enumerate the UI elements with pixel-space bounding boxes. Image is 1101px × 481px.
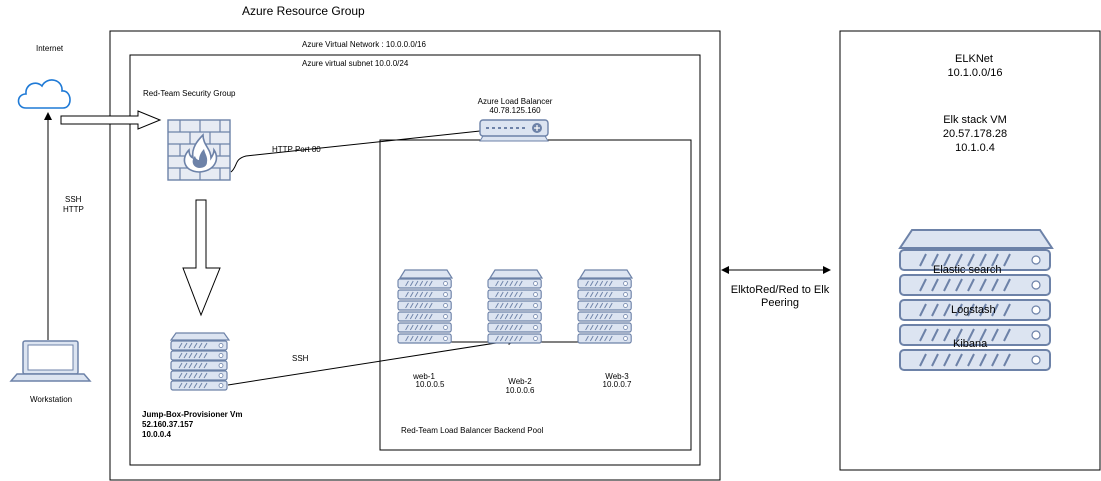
web-3-server-icon [577, 269, 634, 344]
internet-to-firewall-arrow [60, 110, 162, 130]
elk-vm-name: Elk stack VM [943, 114, 1007, 126]
firewall-to-jumpbox-arrow [182, 199, 221, 317]
security-group-label: Red-Team Security Group [143, 89, 236, 98]
web-1-ip: 10.0.0.5 [415, 380, 445, 389]
elk-vm-public-ip: 20.57.178.28 [942, 128, 1008, 140]
ssh-link-label: SSH [292, 354, 309, 363]
jump-box-server-icon [169, 332, 231, 391]
workstation-label: Workstation [30, 395, 73, 404]
ssh-link [227, 337, 516, 386]
ssh-http-label-2: HTTP [63, 205, 84, 214]
resource-group-box [109, 30, 721, 481]
load-balancer-name: Azure Load Balancer [477, 97, 553, 106]
jump-box-public-ip: 52.160.37.157 [142, 420, 194, 429]
load-balancer-ip: 40.78.125.160 [489, 106, 541, 115]
resource-group-title: Azure Resource Group [242, 4, 365, 18]
internet-label: Internet [36, 44, 64, 53]
elknet-box [839, 30, 1101, 471]
web-3-name: Web-3 [605, 372, 629, 381]
web-2-ip: 10.0.0.6 [505, 386, 535, 395]
ssh-http-label-1: SSH [65, 195, 82, 204]
web-2-name: Web-2 [508, 377, 532, 386]
peering-label-1: ElktoRed/Red to Elk [730, 284, 830, 296]
backend-pool-label: Red-Team Load Balancer Backend Pool [401, 426, 544, 435]
http-link [230, 130, 481, 173]
subnet-label: Azure virtual subnet 10.0.0/24 [302, 59, 409, 68]
jump-box-name: Jump-Box-Provisioner Vm [142, 410, 243, 419]
cloud-icon [17, 79, 71, 109]
elk-stack-server-icon [898, 229, 1054, 371]
web-3-ip: 10.0.0.7 [602, 380, 632, 389]
elknet-name: ELKNet [955, 53, 993, 65]
laptop-icon [9, 340, 92, 382]
load-balancer-icon [479, 119, 549, 142]
elknet-cidr: 10.1.0.0/16 [947, 67, 1003, 79]
elk-service-logstash: Logstash [951, 304, 996, 316]
vnet-label: Azure Virtual Network : 10.0.0.0/16 [302, 40, 426, 49]
subnet-box [129, 54, 701, 466]
peering-label-2: Peering [761, 297, 799, 309]
http-link-label: HTTP Port 80 [272, 145, 321, 154]
elk-vm-private-ip: 10.1.0.4 [955, 142, 995, 154]
elk-service-kibana: Kibana [953, 338, 988, 350]
jump-box-private-ip: 10.0.0.4 [142, 430, 171, 439]
web-1-name: web-1 [413, 372, 435, 381]
web-1-server-icon [397, 269, 454, 344]
web-2-server-icon [487, 269, 544, 344]
firewall-icon [167, 119, 231, 181]
elk-service-elasticsearch: Elastic search [933, 264, 1002, 276]
